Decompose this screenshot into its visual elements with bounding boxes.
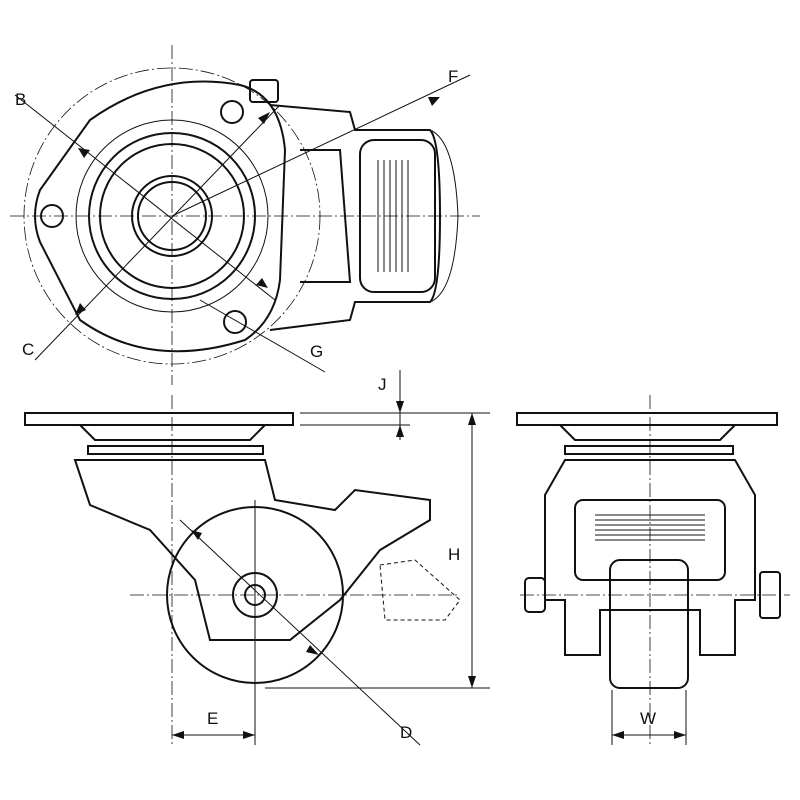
mounting-hole [40, 204, 64, 228]
mounting-hole [220, 100, 244, 124]
top-view: B C F G [10, 45, 480, 385]
arrow-head [396, 401, 404, 413]
dim-line-g [199, 299, 326, 373]
label-e: E [207, 709, 218, 728]
mounting-plate-front [516, 412, 778, 426]
mounting-plate-side [24, 412, 294, 426]
race-outer [88, 132, 256, 300]
swivel-race-front [559, 424, 736, 441]
bearing-ring [564, 445, 734, 455]
dim-line-c [34, 104, 281, 361]
plate-bolt-circle [75, 119, 269, 313]
label-w: W [640, 709, 656, 728]
pedal-swing-arc [429, 129, 459, 303]
arrow-head [468, 413, 476, 425]
label-h: H [448, 545, 460, 564]
label-b: B [15, 90, 26, 109]
pedal-ribs [377, 160, 409, 272]
mounting-hole [223, 310, 247, 334]
arrow-head [191, 530, 202, 540]
label-j: J [378, 375, 387, 394]
fork-front [544, 459, 756, 656]
dim-line-b [14, 94, 276, 301]
arrow-head [256, 278, 268, 288]
brake-pedal-top [359, 139, 436, 293]
race-inner [99, 143, 245, 289]
arrow-head [396, 425, 404, 437]
label-d: D [400, 723, 412, 742]
hub-outer [131, 175, 213, 257]
arrow-head [468, 676, 476, 688]
fork-side [73, 459, 431, 641]
top-plate [34, 80, 287, 353]
wheel-front [609, 559, 689, 689]
arrow-head [306, 645, 319, 655]
arrow-head [172, 731, 184, 739]
arrow-head [428, 97, 440, 106]
arrow-head [258, 112, 270, 124]
pedal-released-position [379, 559, 461, 621]
swivel-race-side [79, 424, 266, 441]
brake-bracket-top [269, 104, 442, 331]
front-view: W [516, 395, 790, 745]
bearing-ring [87, 445, 264, 455]
side-view: J H E D [24, 370, 490, 746]
label-f: F [448, 67, 458, 86]
dim-line-d [179, 519, 421, 746]
arrow-head [674, 731, 686, 739]
arrow-head [78, 148, 90, 158]
label-g: G [310, 342, 323, 361]
bolt-head [249, 79, 279, 103]
bracket-inner [300, 149, 352, 283]
arrow-head [243, 731, 255, 739]
arrow-head [75, 303, 86, 315]
label-c: C [22, 340, 34, 359]
arrow-head [612, 731, 624, 739]
hub-inner [137, 181, 207, 251]
dim-line-f [171, 74, 471, 217]
